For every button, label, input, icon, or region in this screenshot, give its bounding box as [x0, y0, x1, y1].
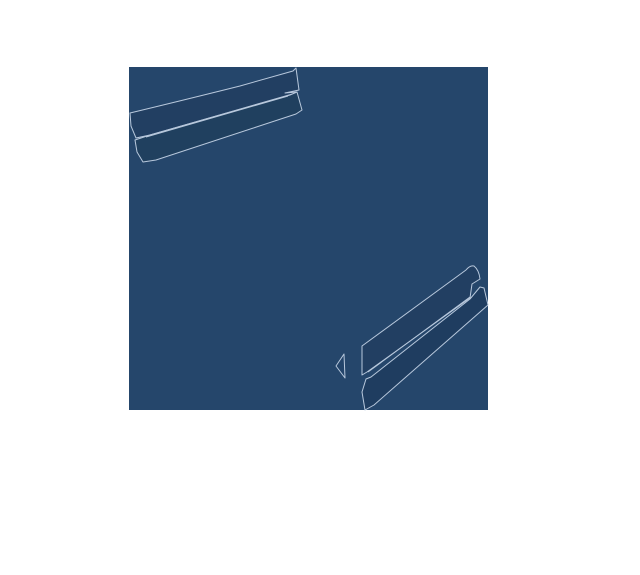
- seam-line: [367, 296, 471, 373]
- small-wedge: [335, 353, 346, 379]
- upper-bar: [361, 265, 481, 376]
- seam-line: [145, 95, 289, 138]
- lower-bar: [361, 286, 489, 411]
- lower-bar: [134, 91, 303, 163]
- bar-pair-bottom-right: [361, 265, 489, 411]
- bar-pair-top-left: [129, 67, 303, 163]
